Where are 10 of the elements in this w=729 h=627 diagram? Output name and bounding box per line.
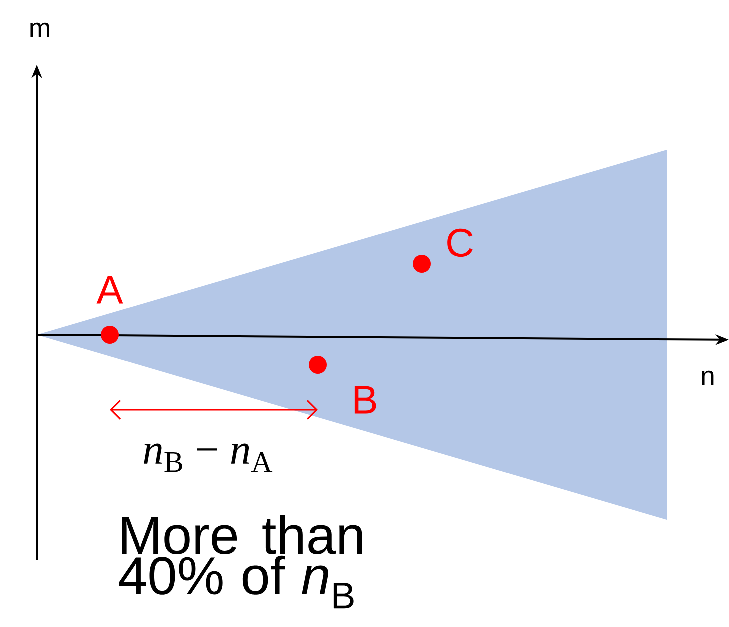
point-dot xyxy=(309,356,327,374)
axis-label: m xyxy=(30,22,50,38)
point-dot xyxy=(413,255,431,273)
dimension-label: n$_{B}$ − n$_{A}$ xyxy=(144,444,273,472)
note-text: More than 40% of n$_{B}$ xyxy=(119,515,362,609)
point-label: A xyxy=(96,276,124,304)
point-dot xyxy=(101,326,119,344)
point-label: B xyxy=(354,386,376,414)
point-label: C xyxy=(448,228,473,258)
axis-label: n xyxy=(702,370,714,386)
